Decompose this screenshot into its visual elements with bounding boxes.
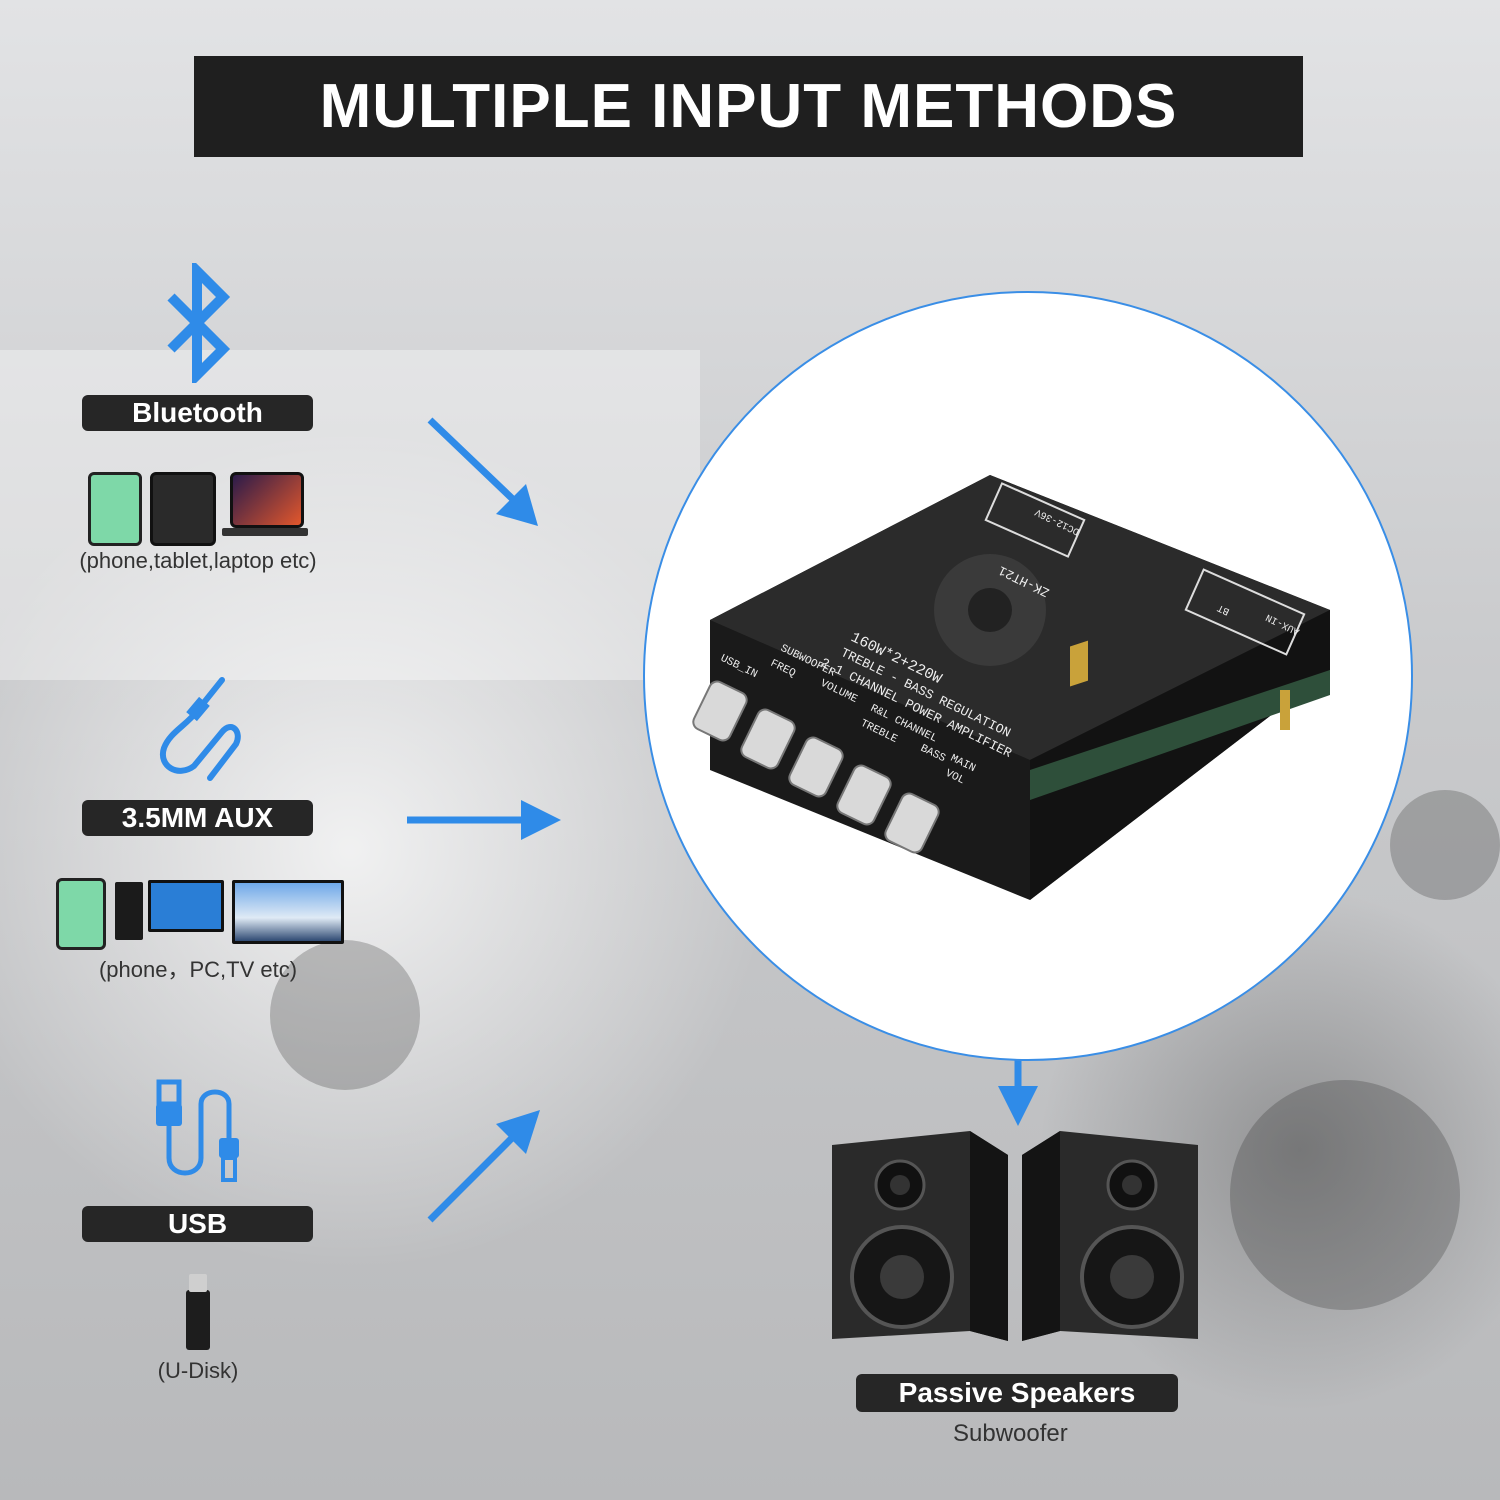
pc-tower-icon	[115, 882, 143, 940]
phone-icon	[88, 472, 142, 546]
right-speaker	[1022, 1131, 1198, 1341]
aux-caption: (phone，PC,TV etc)	[98, 957, 298, 982]
arrow-right-icon	[407, 800, 561, 840]
tv-icon	[232, 880, 344, 944]
aux-label: 3.5MM AUX	[82, 800, 313, 836]
bt-label: BT	[1216, 601, 1232, 616]
bluetooth-caption: (phone,tablet,laptop etc)	[79, 548, 317, 573]
monitor-icon	[148, 880, 224, 932]
phone-icon	[56, 878, 106, 950]
usb-connector-icon	[189, 1274, 207, 1292]
subwoofer-caption: Subwoofer	[953, 1420, 1068, 1447]
left-speaker	[832, 1131, 1008, 1341]
background-speaker	[270, 940, 420, 1090]
bluetooth-label: Bluetooth	[82, 395, 313, 431]
background-speaker	[1230, 1080, 1460, 1310]
passive-speakers-label: Passive Speakers	[856, 1374, 1178, 1412]
page-title: MULTIPLE INPUT METHODS	[194, 56, 1303, 157]
usb-flash-drive-icon	[186, 1290, 210, 1350]
arrow-down-right-icon	[427, 417, 538, 526]
usb-cable-icon	[156, 1079, 239, 1182]
laptop-base-icon	[222, 528, 308, 536]
tablet-icon	[150, 472, 216, 546]
background-speaker	[1390, 790, 1500, 900]
aux-cable-icon	[159, 677, 241, 781]
laptop-icon	[230, 472, 304, 528]
usb-label: USB	[82, 1206, 313, 1242]
usb-caption: (U-Disk)	[157, 1358, 239, 1383]
arrow-up-right-icon	[427, 1110, 540, 1223]
bluetooth-icon	[167, 263, 231, 383]
amplifier-board: 160W*2+220W TREBLE - BASS REGULATION 2.1…	[692, 475, 1330, 900]
